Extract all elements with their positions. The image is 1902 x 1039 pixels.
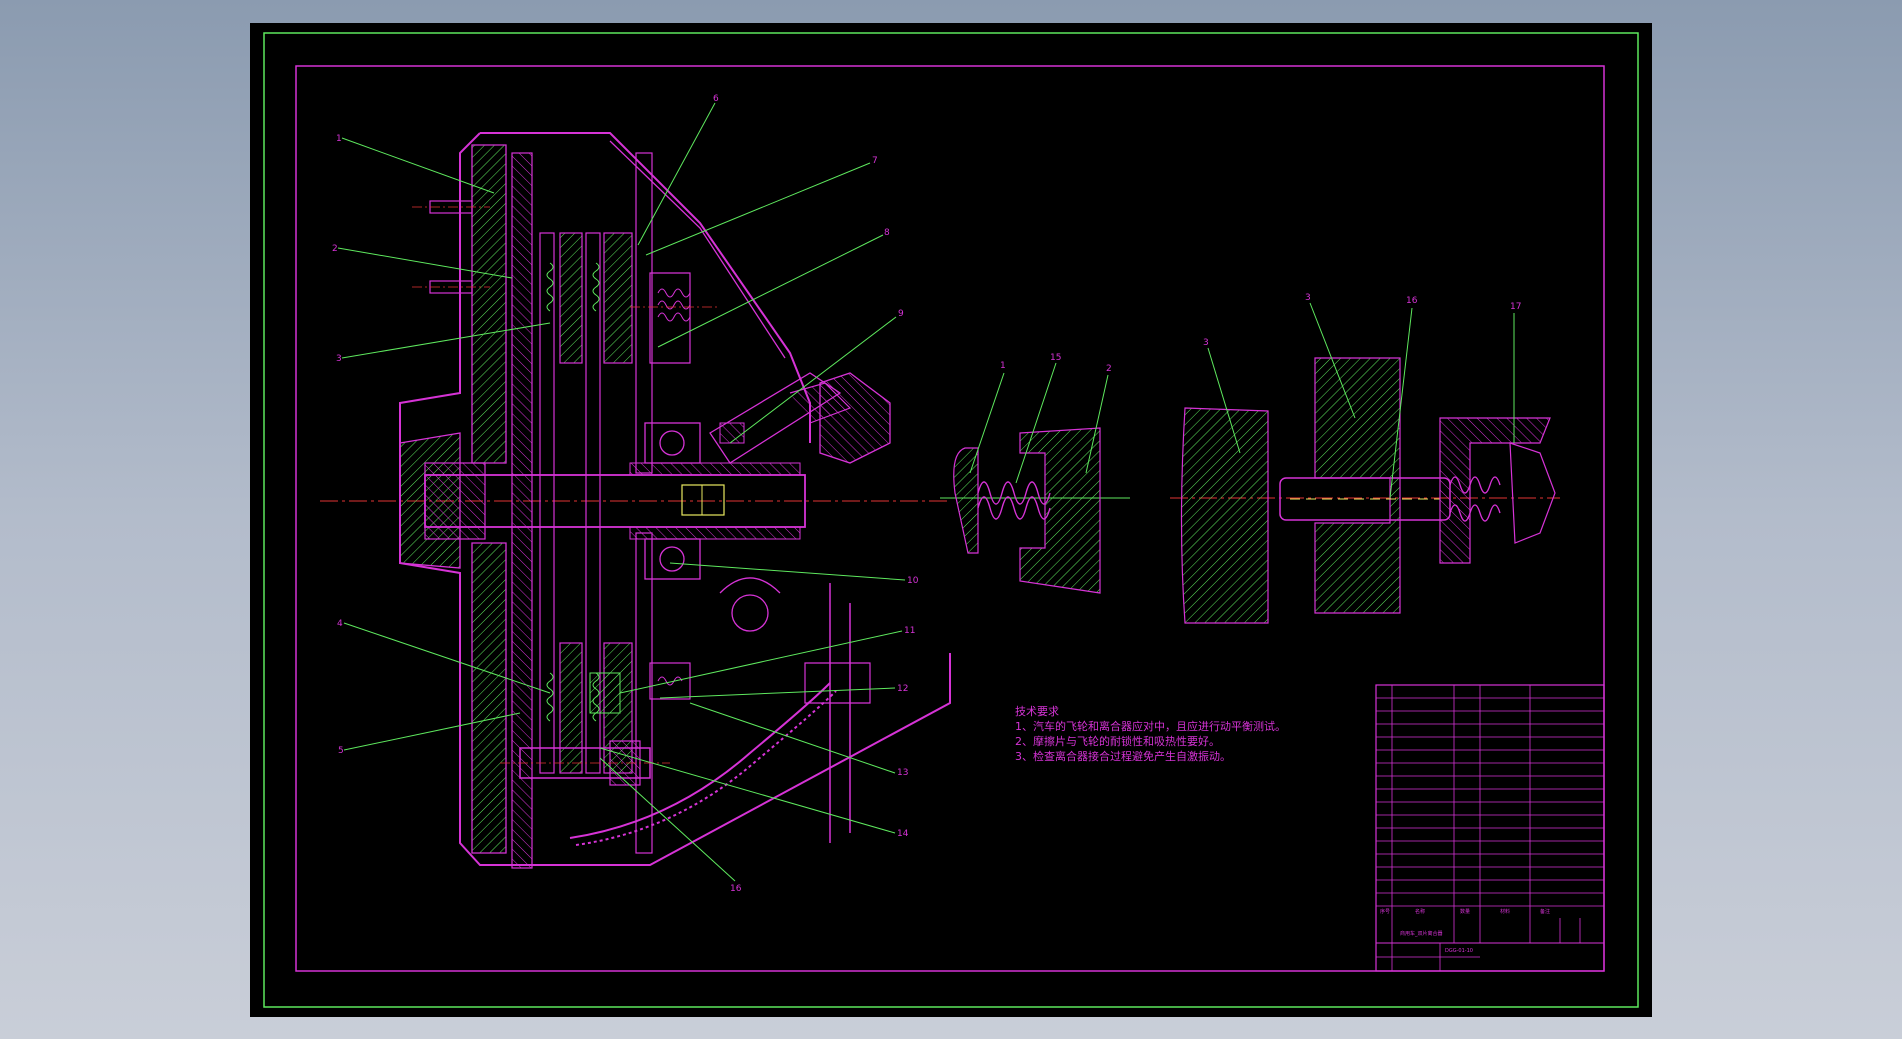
tech-requirement-item: 3、检查离合器接合过程避免产生自激振动。 xyxy=(1015,749,1231,763)
part-label: 13 xyxy=(897,768,908,778)
leader-lines-detail-b xyxy=(1207,302,1515,499)
outer-border xyxy=(263,32,1639,1008)
detail-view-b xyxy=(1170,357,1560,624)
leader-lines-main xyxy=(337,102,906,882)
part-label: 1 xyxy=(1000,361,1006,371)
part-label: 7 xyxy=(872,156,878,166)
parts-list-rows xyxy=(1376,697,1604,907)
part-label: 2 xyxy=(1106,364,1112,374)
part-label: 3 xyxy=(1203,338,1209,348)
part-label: 2 xyxy=(332,244,338,254)
header-cell: 名称 xyxy=(1415,908,1425,915)
detail-view-a xyxy=(940,427,1130,594)
tech-requirement-item: 1、汽车的飞轮和离合器应对中，且应进行动平衡测试。 xyxy=(1015,719,1286,733)
part-label: 16 xyxy=(1406,296,1418,306)
part-label: 14 xyxy=(897,829,909,839)
part-label: 16 xyxy=(730,884,742,894)
inner-border xyxy=(295,65,1605,972)
header-cell: 材料 xyxy=(1500,908,1510,915)
part-labels-main: 1 2 3 4 5 6 7 8 9 10 11 12 13 14 16 xyxy=(332,94,919,894)
drawing-title: 商用车_双片离合器 xyxy=(1400,930,1443,937)
header-cell: 数量 xyxy=(1460,908,1470,915)
part-label: 15 xyxy=(1050,353,1061,363)
part-label: 12 xyxy=(897,684,908,694)
part-label: 6 xyxy=(713,94,719,104)
header-cell: 序号 xyxy=(1380,908,1390,915)
title-block: 商用车_双片离合器 DGG-01-10 序号 名称 数量 材料 备注 xyxy=(1375,684,1605,972)
part-label: 5 xyxy=(338,746,344,756)
part-label: 4 xyxy=(337,619,343,629)
part-label: 11 xyxy=(904,626,915,636)
drawing-number: DGG-01-10 xyxy=(1445,948,1473,954)
part-label: 8 xyxy=(884,228,890,238)
tech-requirement-item: 2、摩擦片与飞轮的耐锁性和吸热性要好。 xyxy=(1015,734,1220,748)
part-label: 1 xyxy=(336,134,342,144)
cad-viewport[interactable]: 1 2 3 4 5 6 7 8 9 10 11 12 13 14 16 1 15… xyxy=(250,23,1652,1017)
part-label: 9 xyxy=(898,309,904,319)
tech-requirements: 技术要求 1、汽车的飞轮和离合器应对中，且应进行动平衡测试。 2、摩擦片与飞轮的… xyxy=(1015,705,1286,763)
leader-lines-detail-a xyxy=(969,362,1109,484)
clutch-drawing: 1 2 3 4 5 6 7 8 9 10 11 12 13 14 16 1 15… xyxy=(263,32,1639,1008)
main-section-view xyxy=(320,132,951,869)
tech-requirements-heading: 技术要求 xyxy=(1015,705,1059,718)
part-label: 10 xyxy=(907,576,919,586)
part-label: 3 xyxy=(1305,293,1311,303)
header-cell: 备注 xyxy=(1540,908,1550,915)
part-label: 17 xyxy=(1510,302,1521,312)
part-label: 3 xyxy=(336,354,342,364)
